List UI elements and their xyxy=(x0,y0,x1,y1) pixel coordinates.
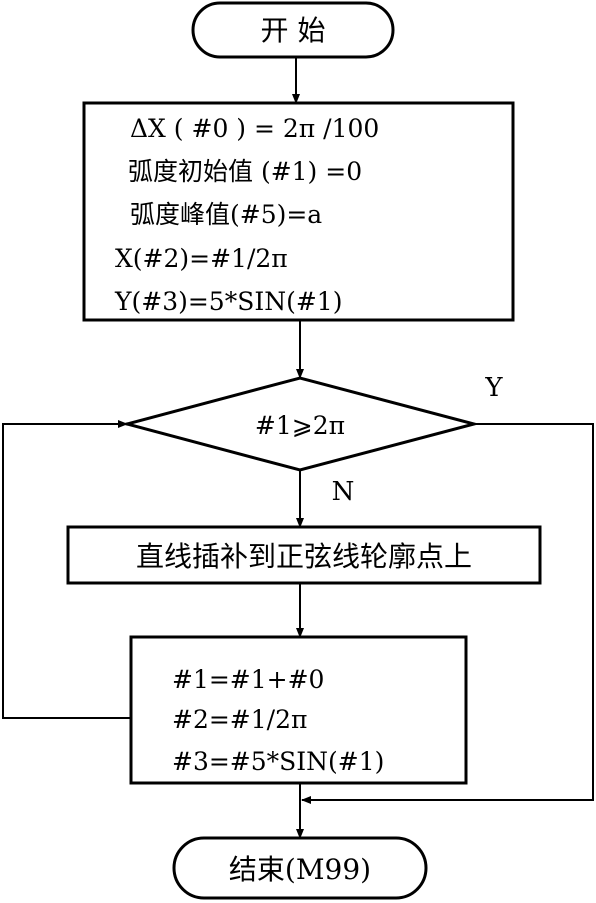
update-line-1: #1=#1+#0 xyxy=(172,665,324,694)
init-line-x: X(#2)=#1/2π xyxy=(115,244,288,273)
update-line-3: #3=#5*SIN(#1) xyxy=(172,747,384,776)
interpolate-box xyxy=(66,525,542,585)
loop-back-connector xyxy=(2,420,131,719)
start-terminal xyxy=(191,1,395,59)
decision-condition: #1⩾2π xyxy=(255,411,345,440)
interpolate-label: 直线插补到正弦线轮廓点上 xyxy=(136,540,472,573)
start-label: 开 始 xyxy=(261,14,326,47)
init-box xyxy=(82,101,515,322)
end-terminal xyxy=(172,836,428,900)
init-line-radian-peak: 弧度峰值(#5)=a xyxy=(130,200,322,229)
yes-label: Y xyxy=(484,373,503,403)
init-line-delta-x: ΔX ( #0 ) = 2π /100 xyxy=(130,114,379,143)
init-line-y: Y(#3)=5*SIN(#1) xyxy=(114,287,342,316)
yes-branch-connector xyxy=(301,423,594,804)
init-line-radian-initial: 弧度初始值 (#1) =0 xyxy=(128,157,362,186)
update-line-2: #2=#1/2π xyxy=(172,705,307,734)
end-label: 结束(M99) xyxy=(229,853,371,886)
update-box xyxy=(129,635,468,785)
no-label: N xyxy=(332,477,355,507)
